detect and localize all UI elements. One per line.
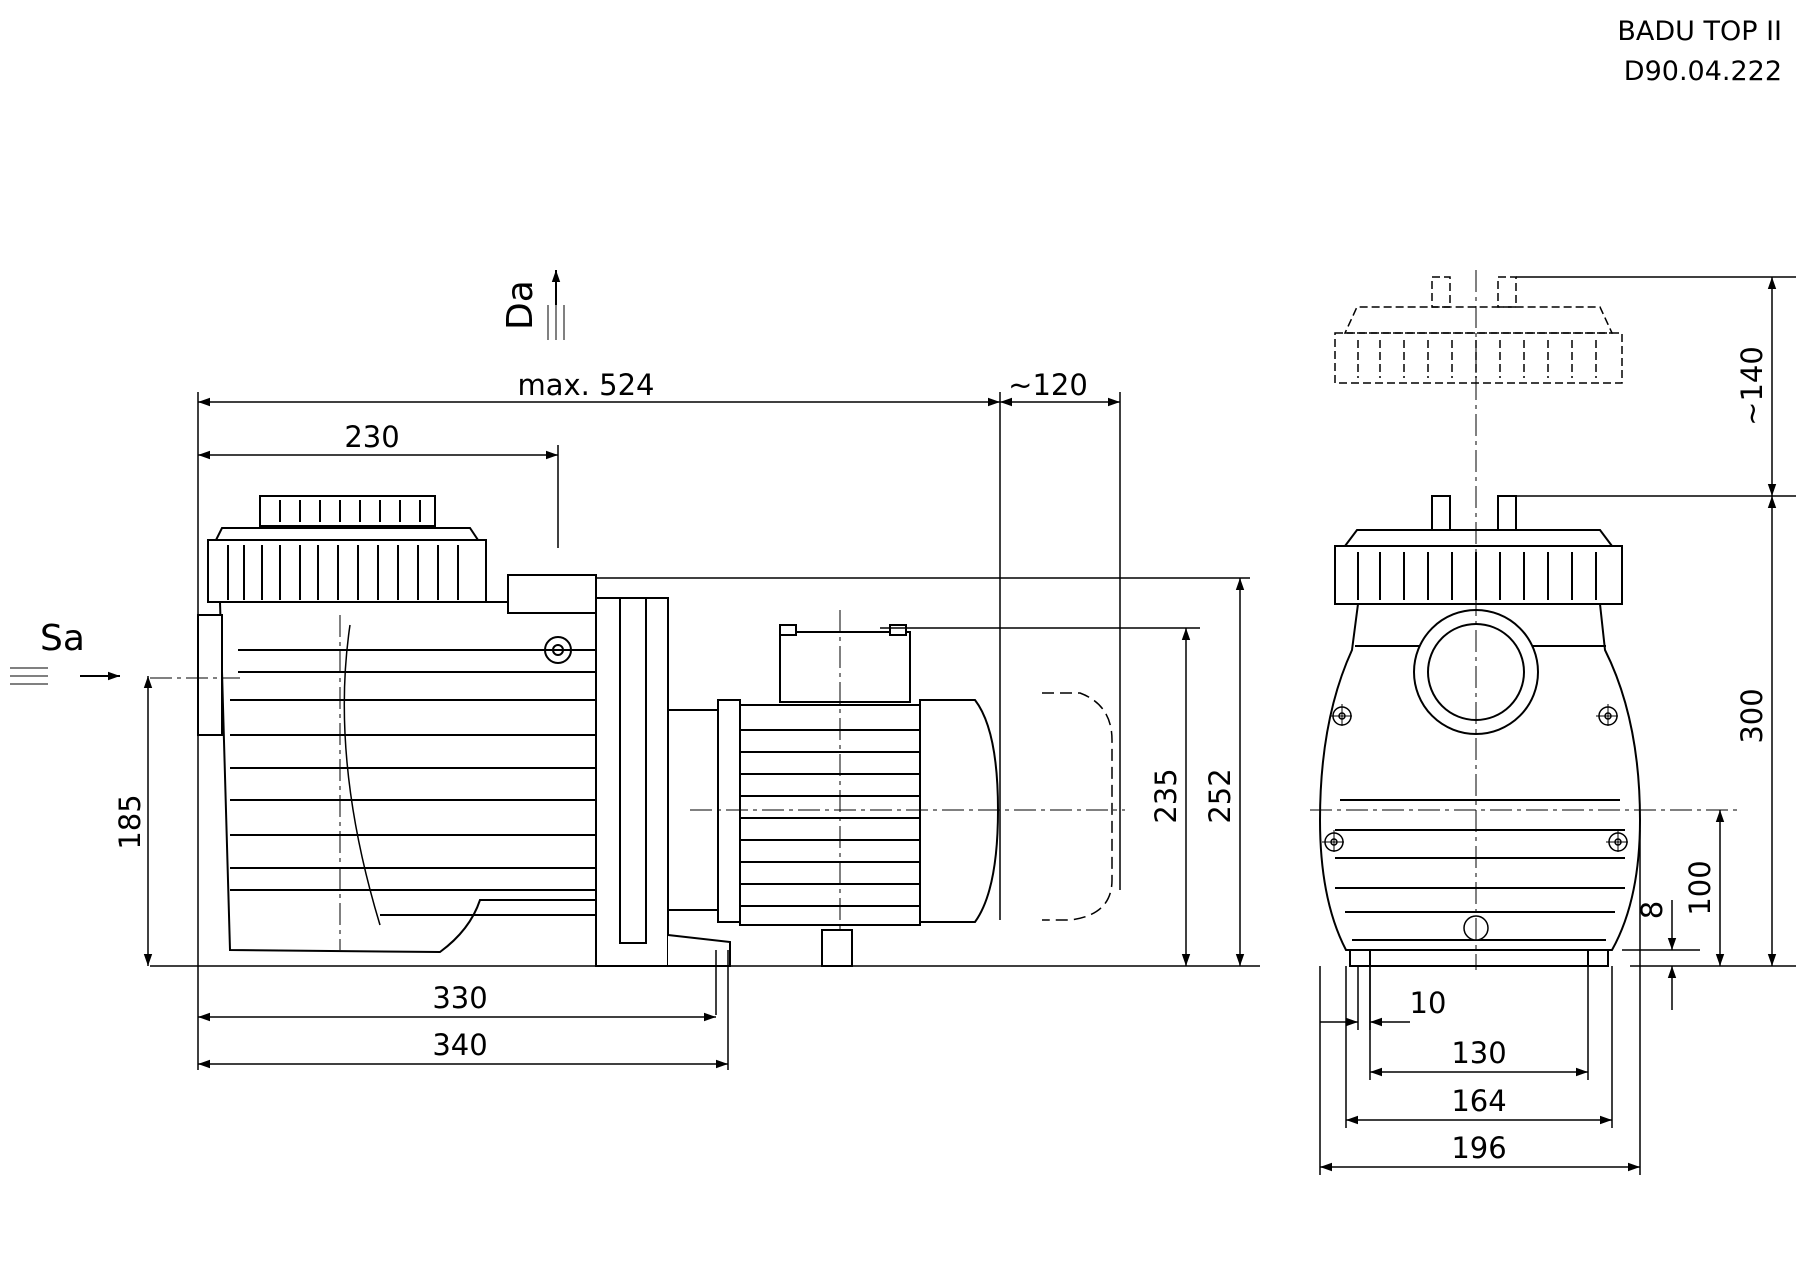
side-motor xyxy=(667,624,1000,926)
dim-230: 230 xyxy=(344,420,399,454)
dim-340: 340 xyxy=(432,1028,487,1062)
dim-8: 8 xyxy=(1635,901,1669,919)
side-center-lines xyxy=(150,610,1125,950)
dim-235: 235 xyxy=(1149,768,1183,823)
dim-300: 300 xyxy=(1735,688,1769,743)
side-strainer-lid xyxy=(207,495,487,603)
dim-100: 100 xyxy=(1683,860,1717,915)
flow-arrows xyxy=(10,270,565,685)
dim-252: 252 xyxy=(1203,768,1237,823)
dim-164: 164 xyxy=(1451,1084,1506,1118)
dim-196: 196 xyxy=(1451,1131,1506,1165)
dim-185: 185 xyxy=(113,794,147,849)
dim-cover-clearance: ~120 xyxy=(1008,368,1088,402)
dim-130: 130 xyxy=(1451,1036,1506,1070)
model-name: BADU TOP II xyxy=(1617,16,1782,47)
side-fan-cover-outline xyxy=(1042,692,1113,921)
dim-lid-removal: ~140 xyxy=(1735,346,1769,426)
dim-10: 10 xyxy=(1410,986,1447,1020)
side-view xyxy=(197,495,1113,967)
front-view xyxy=(1318,276,1642,967)
front-center-lines xyxy=(1310,270,1740,970)
dim-330: 330 xyxy=(432,981,487,1015)
front-dimensions xyxy=(1319,276,1796,1175)
front-lid xyxy=(1334,495,1623,605)
suction-label: Sa xyxy=(40,618,85,659)
dim-max-length: max. 524 xyxy=(518,368,655,402)
side-dimensions xyxy=(143,392,1260,1070)
discharge-label: Da xyxy=(500,280,541,330)
front-lifted-lid xyxy=(1334,276,1623,384)
side-pump-body xyxy=(197,574,597,954)
drawing-code: D90.04.222 xyxy=(1624,56,1782,87)
front-body xyxy=(1318,603,1642,967)
